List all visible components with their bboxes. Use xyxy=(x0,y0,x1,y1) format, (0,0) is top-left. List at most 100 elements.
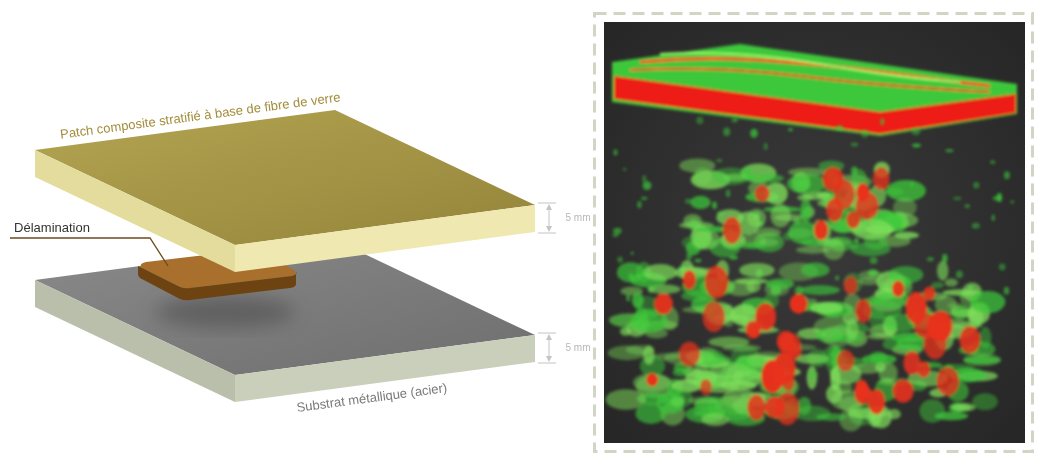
void-dot xyxy=(953,196,961,200)
void-dot xyxy=(854,238,858,244)
void-cloud xyxy=(711,167,750,185)
void-cloud xyxy=(867,333,894,339)
void-core xyxy=(773,353,796,385)
void-dot xyxy=(726,189,731,197)
void-dot xyxy=(695,259,702,263)
void-cloud xyxy=(800,199,811,223)
void-cloud xyxy=(617,262,644,282)
void-dot xyxy=(723,128,730,137)
callout-label: Délamination xyxy=(14,220,90,236)
dashed-frame xyxy=(595,14,1033,452)
void-core xyxy=(893,379,914,402)
void-dot xyxy=(637,201,641,208)
void-cloud xyxy=(643,264,677,281)
void-core xyxy=(844,276,858,294)
leader-line xyxy=(10,238,168,266)
void-dot xyxy=(997,193,1002,202)
void-cloud xyxy=(726,280,755,296)
void-cloud xyxy=(937,261,948,281)
tomography-background xyxy=(604,22,1025,443)
void-core xyxy=(747,395,765,421)
tomography-render xyxy=(606,44,1017,431)
void-dot xyxy=(870,257,878,264)
void-cloud xyxy=(694,230,721,249)
void-dot xyxy=(912,128,921,135)
void-core xyxy=(700,379,712,395)
void-dot xyxy=(851,143,859,147)
void-core xyxy=(846,211,860,229)
void-cloud xyxy=(673,368,689,377)
void-cloud xyxy=(807,366,818,389)
void-dot xyxy=(631,252,634,256)
void-cloud xyxy=(754,228,781,238)
void-core xyxy=(814,220,828,240)
dimension-label: 5 mm xyxy=(566,342,591,354)
void-core xyxy=(646,373,658,387)
void-cloud xyxy=(690,196,710,209)
void-cloud xyxy=(970,291,1005,313)
void-core xyxy=(917,361,930,377)
void-cloud xyxy=(945,279,958,287)
void-cloud xyxy=(798,397,811,415)
void-dot xyxy=(965,204,970,208)
void-dot xyxy=(612,234,619,237)
void-core xyxy=(936,367,959,396)
void-dot xyxy=(696,116,703,124)
void-dot xyxy=(912,144,921,148)
void-dot xyxy=(643,181,652,190)
void-cloud xyxy=(722,344,761,351)
void-core xyxy=(834,180,855,209)
void-dot xyxy=(972,223,980,229)
void-cloud xyxy=(963,353,1001,366)
void-cloud xyxy=(852,363,882,373)
void-core xyxy=(914,312,936,338)
void-core xyxy=(748,324,761,339)
void-dot xyxy=(716,159,722,163)
void-cloud xyxy=(808,371,819,377)
void-cloud xyxy=(963,357,1001,365)
void-cloud xyxy=(888,266,923,284)
void-dot xyxy=(1004,287,1009,295)
void-dot xyxy=(627,295,630,302)
void-cloud xyxy=(816,413,847,421)
void-core xyxy=(723,217,742,244)
void-dot xyxy=(642,175,646,183)
void-cloud xyxy=(687,397,717,404)
void-dot xyxy=(1004,171,1010,179)
void-cloud xyxy=(679,159,715,173)
void-dot xyxy=(861,129,868,138)
void-cloud xyxy=(810,302,843,314)
void-cloud xyxy=(851,242,891,256)
void-cloud xyxy=(787,174,826,194)
part-label: Substrat métallique (acier) xyxy=(296,380,448,416)
void-dot xyxy=(836,126,843,131)
void-cloud xyxy=(739,263,774,278)
void-dot xyxy=(764,143,768,150)
void-dot xyxy=(992,215,995,221)
void-dot xyxy=(835,276,839,281)
void-core xyxy=(856,183,869,202)
void-dot xyxy=(945,149,953,152)
void-dot xyxy=(732,118,739,122)
void-cloud xyxy=(664,388,693,409)
void-core xyxy=(923,287,935,301)
void-cloud xyxy=(951,404,971,412)
void-core xyxy=(654,293,673,314)
void-dot xyxy=(613,228,622,234)
void-cloud xyxy=(632,292,644,308)
void-cloud xyxy=(766,279,794,290)
void-dot xyxy=(956,271,963,279)
void-cloud xyxy=(636,403,667,424)
void-core xyxy=(765,396,785,418)
void-core xyxy=(790,294,808,314)
void-cloud xyxy=(972,393,998,410)
void-dot xyxy=(788,128,793,131)
void-cloud xyxy=(800,285,840,295)
void-dot xyxy=(712,201,717,209)
void-dot xyxy=(1010,200,1014,203)
void-cloud xyxy=(817,192,832,199)
void-core xyxy=(892,281,904,298)
void-core xyxy=(679,342,700,367)
void-dot xyxy=(990,160,995,164)
